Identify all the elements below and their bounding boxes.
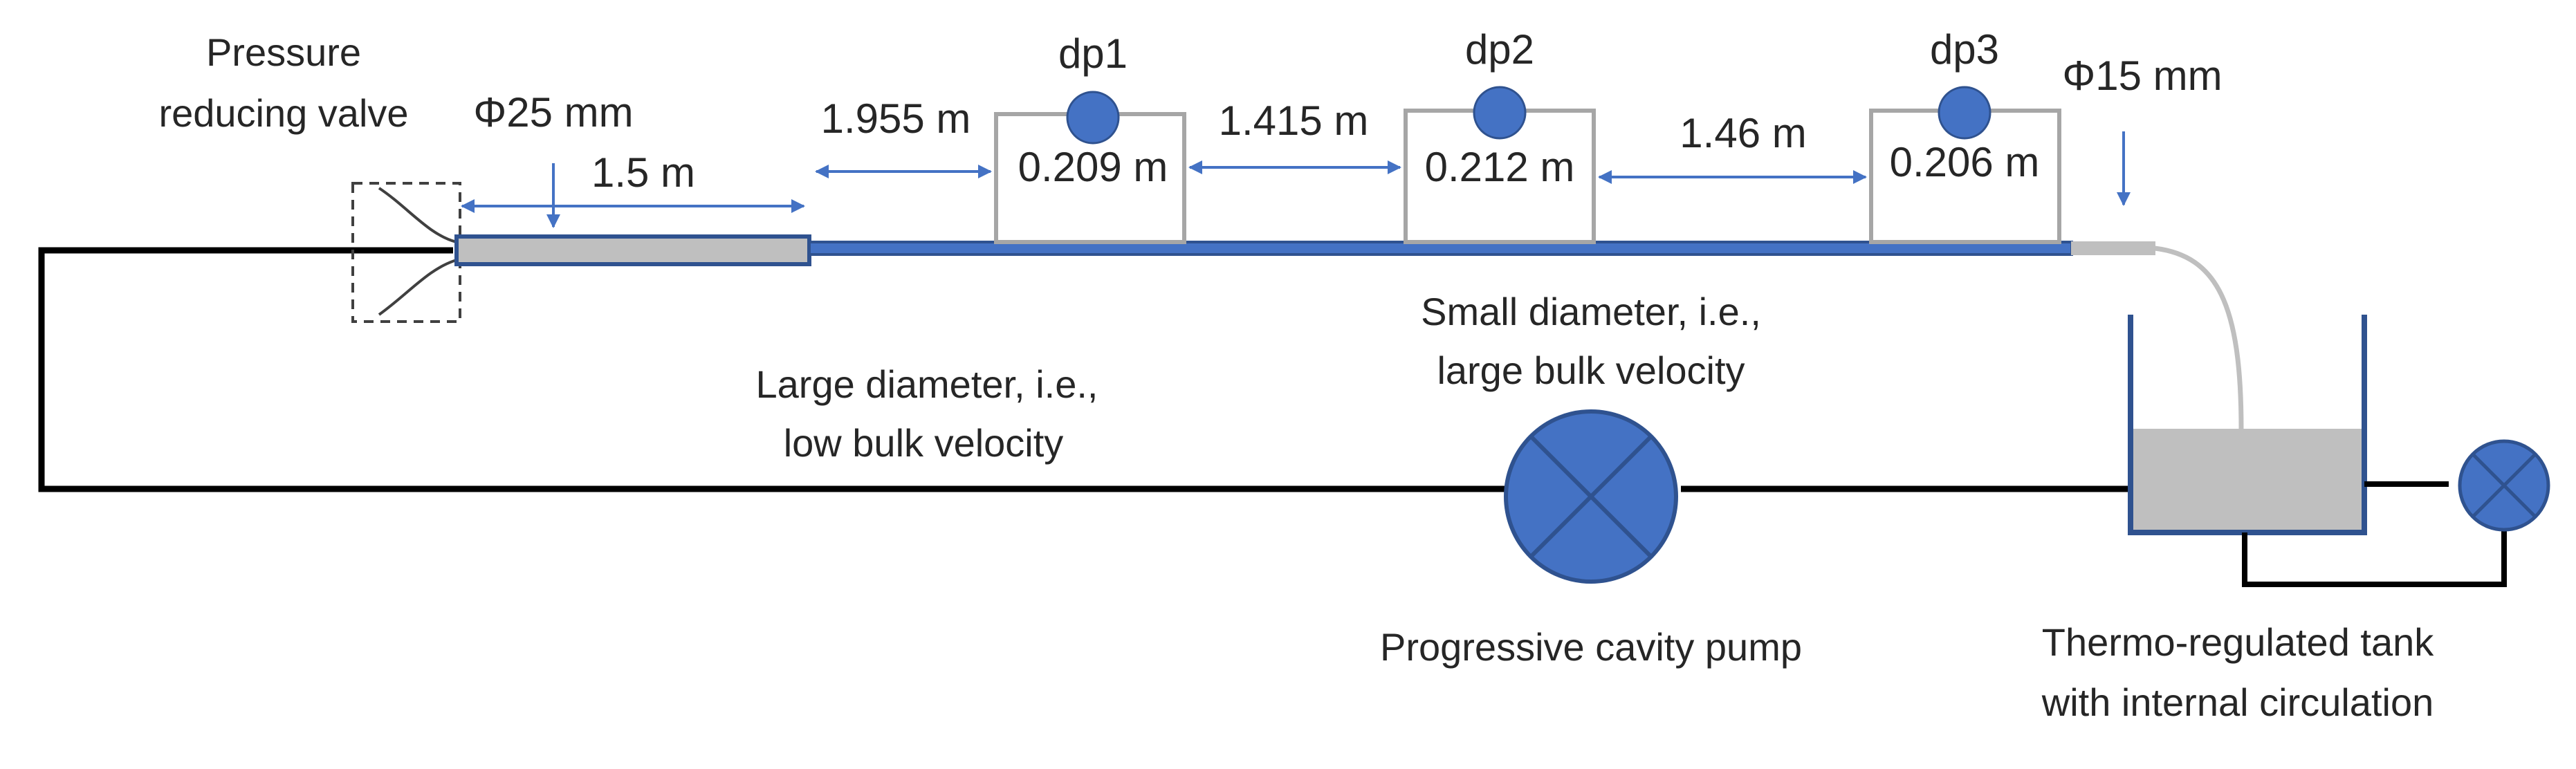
gap-1-2-length: 1.415 m	[1219, 98, 1369, 144]
valve-label-line2: reducing valve	[158, 91, 408, 135]
tank-label-line2: with internal circulation	[2041, 680, 2434, 724]
dp3-sensor: dp3 0.206 m	[1869, 26, 2061, 244]
small-diameter-note-line2: large bulk velocity	[1437, 349, 1745, 392]
nozzle-icon	[378, 187, 457, 243]
pump-label: Progressive cavity pump	[1380, 625, 1802, 669]
progressive-cavity-pump	[1504, 409, 1678, 584]
large-diameter-section	[454, 234, 811, 266]
thermo-regulated-tank	[2128, 315, 2550, 587]
entrance-length: 1.955 m	[821, 95, 971, 142]
valve-label-line1: Pressure	[206, 30, 361, 74]
sensor-icon	[1938, 86, 1991, 140]
dp1-sensor: dp1 0.209 m	[994, 30, 1186, 244]
dp2-label: dp2	[1465, 26, 1534, 73]
outlet-hose	[2154, 245, 2244, 429]
tank-liquid	[2131, 429, 2362, 531]
dp1-label: dp1	[1058, 30, 1128, 77]
test-pipe	[454, 234, 2244, 429]
dimension-arrows	[461, 131, 2131, 228]
large-diameter-note-line2: low bulk velocity	[784, 421, 1064, 465]
dp1-span: 0.209 m	[1018, 144, 1168, 190]
small-diameter-note-line1: Small diameter, i.e.,	[1421, 290, 1761, 333]
dp2-span: 0.212 m	[1425, 144, 1575, 190]
return-loop	[38, 247, 2131, 492]
large-diameter-note-line1: Large diameter, i.e.,	[756, 362, 1098, 406]
tank-label-line1: Thermo-regulated tank	[2042, 620, 2435, 664]
sensor-icon	[1066, 91, 1120, 145]
dp3-label: dp3	[1930, 26, 1999, 73]
sensor-icon	[1473, 86, 1527, 140]
gap-2-3-length: 1.46 m	[1680, 110, 1806, 156]
dp2-sensor: dp2 0.212 m	[1404, 26, 1596, 244]
pressure-reducing-valve	[351, 182, 461, 323]
small-diameter-label: Φ15 mm	[2062, 53, 2222, 99]
large-section-length: 1.5 m	[591, 149, 695, 196]
large-diameter-label: Φ25 mm	[473, 89, 633, 136]
pipe-outlet	[2071, 241, 2155, 255]
dp3-span: 0.206 m	[1890, 139, 2040, 185]
